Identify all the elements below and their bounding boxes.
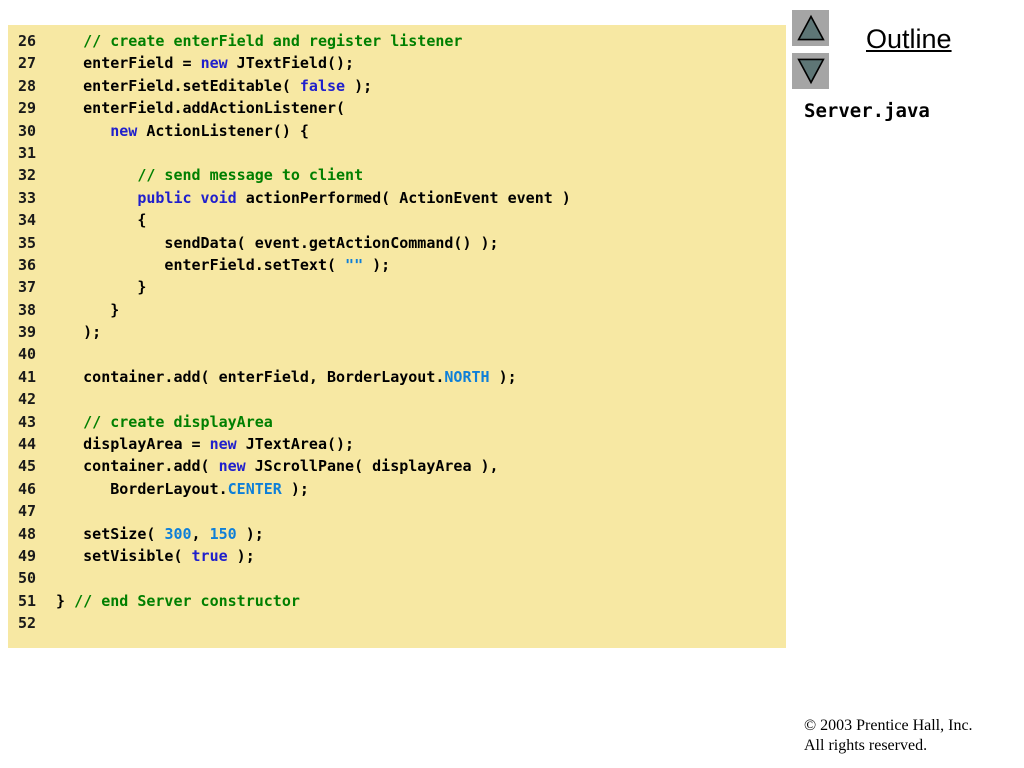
copyright-line2: All rights reserved.: [804, 737, 928, 754]
line-number: 37: [18, 278, 37, 297]
slide-navigation: [792, 10, 829, 89]
line-code: enterField.setText( "" );: [38, 255, 391, 274]
line-number: 52: [18, 614, 37, 633]
line-number: 42: [18, 390, 37, 409]
line-code: // create enterField and register listen…: [38, 32, 463, 50]
line-number: 41: [18, 367, 37, 386]
line-number: 35: [18, 233, 37, 252]
line-code: );: [38, 323, 102, 342]
code-line: 32 // send message to client: [8, 164, 786, 186]
code-line: 28 enterField.setEditable( false );: [8, 75, 786, 97]
line-number: 49: [18, 546, 37, 565]
line-number: 44: [18, 435, 37, 454]
line-code: BorderLayout.CENTER );: [38, 479, 309, 498]
code-line: 40: [8, 343, 786, 365]
line-code: container.add( new JScrollPane( displayA…: [38, 457, 499, 476]
line-code: } // end Server constructor: [38, 591, 300, 610]
copyright: © 2003 Prentice Hall, Inc. All rights re…: [804, 716, 973, 756]
file-name-label: Server.java: [804, 100, 930, 122]
line-code: setVisible( true );: [38, 546, 255, 565]
line-number: 30: [18, 121, 37, 140]
line-code: }: [38, 300, 120, 319]
line-number: 31: [18, 143, 37, 162]
copyright-line1: © 2003 Prentice Hall, Inc.: [804, 717, 973, 734]
line-number: 43: [18, 412, 37, 431]
line-number: 50: [18, 569, 37, 588]
code-line: 50: [8, 567, 786, 589]
code-line: 43 // create displayArea: [8, 411, 786, 433]
code-line: 51 } // end Server constructor: [8, 590, 786, 612]
line-code: setSize( 300, 150 );: [38, 524, 264, 543]
code-line: 47: [8, 500, 786, 522]
code-line: 26 // create enterField and register lis…: [8, 30, 786, 52]
line-number: 36: [18, 255, 37, 274]
line-number: 28: [18, 76, 37, 95]
code-line: 34 {: [8, 209, 786, 231]
line-code: displayArea = new JTextArea();: [38, 435, 355, 454]
line-number: 27: [18, 54, 37, 73]
code-line: 37 }: [8, 276, 786, 298]
code-line: 41 container.add( enterField, BorderLayo…: [8, 366, 786, 388]
line-number: 51: [18, 591, 37, 610]
nav-down-button[interactable]: [792, 53, 829, 89]
code-line: 44 displayArea = new JTextArea();: [8, 433, 786, 455]
line-code: container.add( enterField, BorderLayout.…: [38, 367, 517, 386]
line-code: {: [38, 211, 147, 230]
line-number: 26: [18, 32, 37, 50]
line-number: 46: [18, 479, 37, 498]
code-line: 36 enterField.setText( "" );: [8, 254, 786, 276]
up-arrow-icon: [796, 14, 825, 41]
line-number: 29: [18, 99, 37, 118]
line-code: }: [38, 278, 147, 297]
line-number: 48: [18, 524, 37, 543]
code-line: 35 sendData( event.getActionCommand() );: [8, 232, 786, 254]
line-code: new ActionListener() {: [110, 121, 309, 140]
line-number: 32: [18, 166, 37, 185]
code-lines: 26 // create enterField and register lis…: [8, 30, 786, 635]
line-code: enterField = new JTextField();: [38, 54, 355, 73]
line-number: 33: [18, 188, 37, 207]
line-number: 38: [18, 300, 37, 319]
code-line: 49 setVisible( true );: [8, 545, 786, 567]
code-line: 39 );: [8, 321, 786, 343]
line-code: sendData( event.getActionCommand() );: [38, 233, 499, 252]
code-line: 30 new ActionListener() {: [8, 120, 786, 142]
code-line: 48 setSize( 300, 150 );: [8, 523, 786, 545]
code-panel: 26 // create enterField and register lis…: [8, 25, 786, 648]
line-number: 40: [18, 345, 37, 364]
nav-up-button[interactable]: [792, 10, 829, 46]
line-number: 47: [18, 502, 37, 521]
line-code: enterField.setEditable( false );: [38, 76, 373, 95]
code-line: 31: [8, 142, 786, 164]
code-line: 38 }: [8, 299, 786, 321]
line-number: 34: [18, 211, 37, 230]
line-number: 39: [18, 323, 37, 342]
line-code: // create displayArea: [38, 412, 273, 431]
code-line: 33 public void actionPerformed( ActionEv…: [8, 187, 786, 209]
line-code: // send message to client: [38, 166, 364, 185]
line-code: enterField.addActionListener(: [38, 99, 346, 118]
code-line: 46 BorderLayout.CENTER );: [8, 478, 786, 500]
code-line: 29 enterField.addActionListener(: [8, 97, 786, 119]
code-line: 42: [8, 388, 786, 410]
code-line: 52: [8, 612, 786, 634]
code-line: 27 enterField = new JTextField();: [8, 52, 786, 74]
outline-title: Outline: [866, 24, 952, 54]
code-line: 45 container.add( new JScrollPane( displ…: [8, 455, 786, 477]
down-arrow-icon: [796, 58, 825, 85]
line-number: 45: [18, 457, 37, 476]
line-code: public void actionPerformed( ActionEvent…: [137, 188, 571, 207]
